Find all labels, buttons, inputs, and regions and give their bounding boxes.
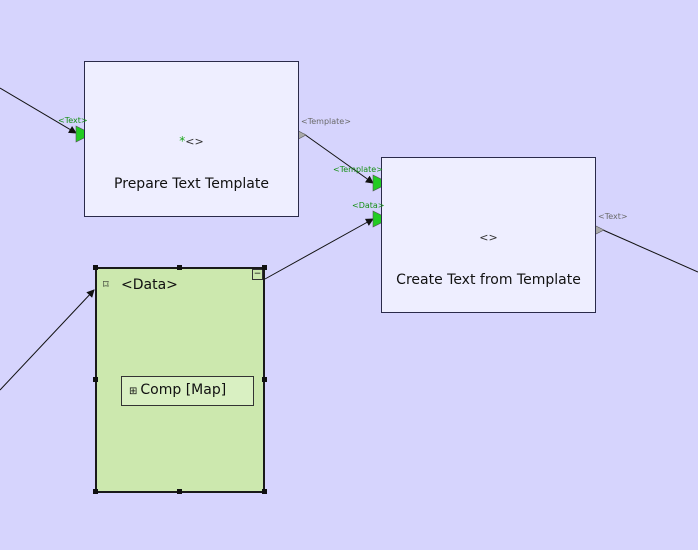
resize-handle-bottom-right[interactable]: [262, 489, 267, 494]
edge-data-group-to-create[interactable]: [264, 218, 374, 280]
edge-template-to-create[interactable]: [303, 133, 374, 184]
group-icon: ⌑: [103, 278, 109, 291]
resize-handle-top[interactable]: [177, 265, 182, 270]
edge-incoming-data[interactable]: [0, 289, 95, 391]
node-type-icon: *<>: [179, 134, 204, 148]
prepare-output-label-template: <Template>: [301, 117, 351, 126]
resize-handle-top-left[interactable]: [93, 265, 98, 270]
edge-outgoing-text[interactable]: [602, 229, 698, 273]
resize-handle-bottom-left[interactable]: [93, 489, 98, 494]
group-data[interactable]: ⌑ <Data> − ⊞Comp [Map]: [95, 267, 265, 493]
resize-handle-right[interactable]: [262, 377, 267, 382]
create-output-label-text: <Text>: [598, 212, 628, 221]
node-title: Prepare Text Template: [114, 176, 269, 192]
edge-incoming-text[interactable]: [0, 87, 77, 134]
component-label: Comp [Map]: [140, 382, 227, 398]
map-component-icon: ⊞: [129, 386, 138, 397]
resize-handle-top-right[interactable]: [262, 265, 267, 270]
node-create-text-from-template[interactable]: <> Create Text from Template: [381, 157, 596, 313]
collapse-button[interactable]: −: [252, 269, 263, 280]
group-title: <Data>: [121, 277, 178, 293]
component-comp-map[interactable]: ⊞Comp [Map]: [121, 376, 254, 406]
node-prepare-text-template[interactable]: *<> Prepare Text Template: [84, 61, 299, 217]
create-input-label-data: <Data>: [352, 201, 385, 210]
create-input-label-template: <Template>: [333, 165, 383, 174]
node-title: Create Text from Template: [396, 272, 581, 288]
prepare-input-label-text: <Text>: [58, 116, 88, 125]
resize-handle-bottom[interactable]: [177, 489, 182, 494]
node-type-icon: <>: [479, 231, 498, 244]
start-marker-icon: *: [179, 134, 186, 148]
resize-handle-left[interactable]: [93, 377, 98, 382]
